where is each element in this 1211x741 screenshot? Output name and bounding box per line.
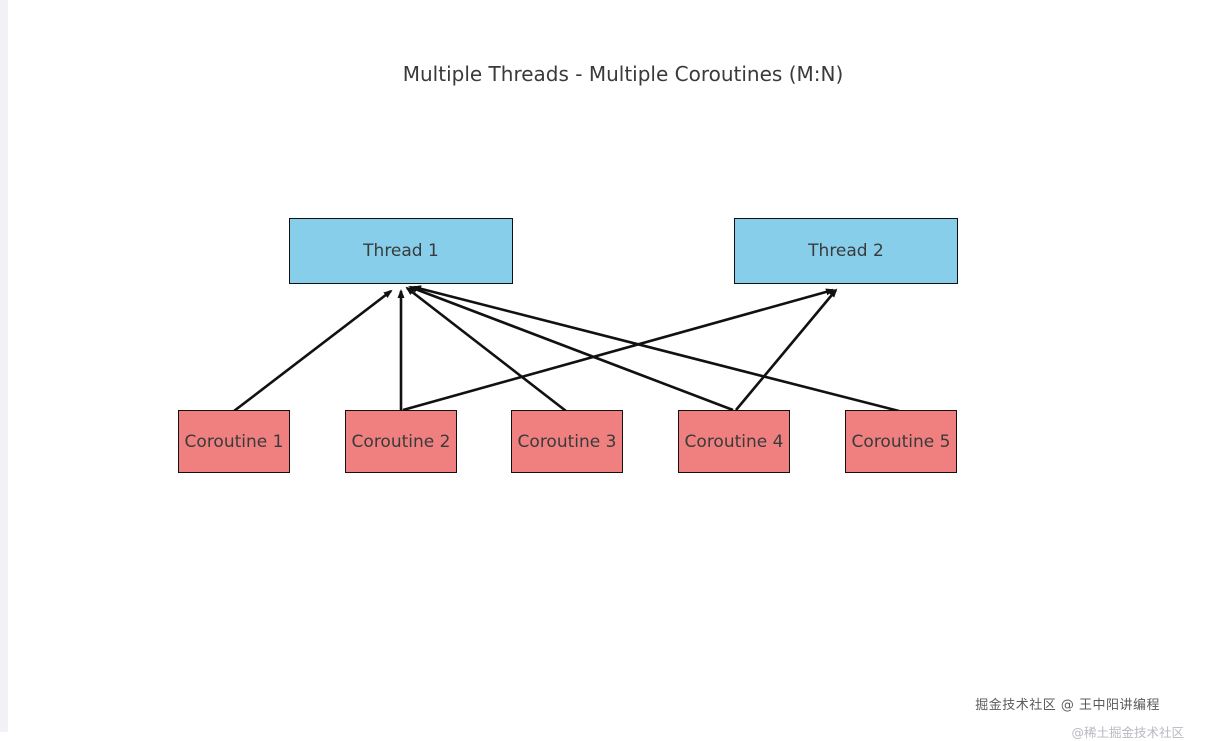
edge-c2-t2 — [402, 288, 835, 412]
coroutine-1-label: Coroutine 1 — [184, 431, 284, 452]
coroutine-3-node: Coroutine 3 — [511, 410, 623, 473]
thread-1-node: Thread 1 — [289, 218, 513, 284]
watermark-line1: 掘金技术社区 @ 王中阳讲编程 — [975, 698, 1160, 713]
edge-c3-t1 — [405, 286, 567, 413]
thread-2-node: Thread 2 — [734, 218, 958, 284]
diagram-title: Multiple Threads - Multiple Coroutines (… — [402, 62, 844, 86]
coroutine-3-label: Coroutine 3 — [517, 431, 617, 452]
coroutine-2-node: Coroutine 2 — [345, 410, 457, 473]
thread-2-label: Thread 2 — [808, 241, 884, 261]
coroutine-4-node: Coroutine 4 — [678, 410, 790, 473]
thread-1-label: Thread 1 — [363, 241, 439, 261]
coroutine-4-label: Coroutine 4 — [684, 431, 784, 452]
coroutine-1-node: Coroutine 1 — [178, 410, 290, 473]
edge-c5-t1 — [412, 285, 900, 413]
edge-c4-t2 — [735, 288, 838, 411]
coroutine-2-label: Coroutine 2 — [351, 431, 451, 452]
coroutine-5-label: Coroutine 5 — [851, 431, 951, 452]
edge-c4-t1 — [408, 285, 734, 412]
edge-c1-t1 — [233, 289, 393, 413]
coroutine-5-node: Coroutine 5 — [845, 410, 957, 473]
left-edge-strip — [0, 0, 8, 732]
